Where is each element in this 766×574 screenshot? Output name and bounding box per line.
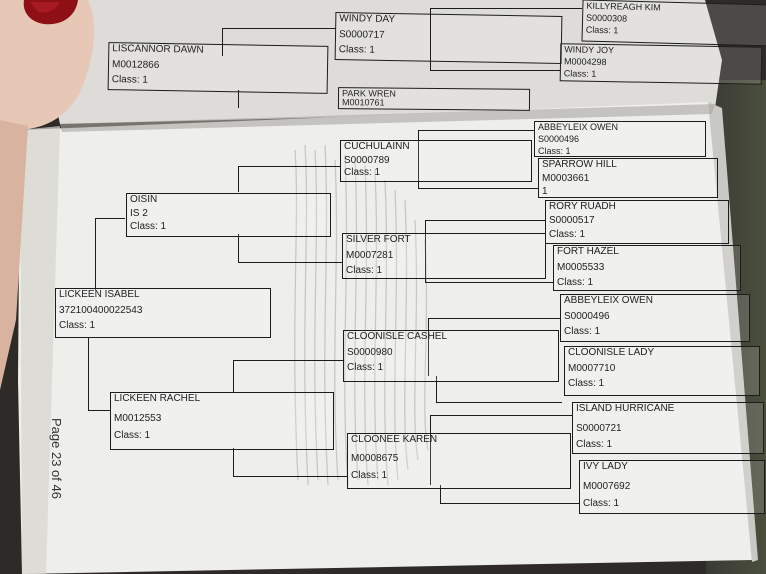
horse-reg: M0004298 xyxy=(563,56,607,68)
horse-box-cloonisle-cashel: CLOONISLE CASHEL S0000980 Class: 1 xyxy=(343,330,559,382)
top-box-windy-joy: WINDY JOY M0004298 Class: 1 xyxy=(559,43,763,85)
horse-class: 1 xyxy=(542,186,548,197)
horse-name: SILVER FORT xyxy=(346,234,411,245)
horse-reg: S0000496 xyxy=(564,311,610,322)
horse-class: Class: 1 xyxy=(344,167,381,178)
horse-name: RORY RUADH xyxy=(549,201,616,212)
horse-name: WINDY JOY xyxy=(564,44,615,56)
horse-name: LISCANNOR DAWN xyxy=(112,43,204,56)
horse-reg: M0007281 xyxy=(346,250,394,261)
horse-class: Class: 1 xyxy=(557,277,594,288)
horse-name: OISIN xyxy=(130,194,158,205)
horse-reg: S0000717 xyxy=(338,29,385,41)
finger-shape xyxy=(0,0,94,390)
horse-box-oisin: OISIN IS 2 Class: 1 xyxy=(126,193,331,237)
horse-class: Class: 1 xyxy=(585,24,619,36)
horse-class: Class: 1 xyxy=(114,430,151,441)
horse-reg: M0005533 xyxy=(557,262,605,273)
horse-reg: S0000789 xyxy=(344,155,390,166)
horse-name: ABBEYLEIX OWEN xyxy=(538,122,619,132)
horse-box-island-hurricane: ISLAND HURRICANE S0000721 Class: 1 xyxy=(572,402,764,454)
horse-reg: M0003661 xyxy=(542,173,590,184)
horse-name: CUCHULAINN xyxy=(344,141,410,152)
horse-reg: S0000496 xyxy=(538,134,580,144)
horse-box-cloonee-karen: CLOONEE KAREN M0008675 Class: 1 xyxy=(347,433,571,489)
horse-class: Class: 1 xyxy=(568,378,605,389)
horse-reg: M0008675 xyxy=(351,453,399,464)
horse-class: Class: 1 xyxy=(583,498,620,509)
horse-reg: M0012553 xyxy=(114,413,162,424)
horse-reg: 372100400022543 xyxy=(59,305,143,316)
horse-name: KILLYREAGH KIM xyxy=(586,0,661,13)
horse-name: IVY LADY xyxy=(583,461,628,472)
horse-class: Class: 1 xyxy=(549,229,586,240)
top-box-killyreagh-kim: KILLYREAGH KIM S0000308 Class: 1 xyxy=(581,0,766,47)
horse-reg: M0010761 xyxy=(341,97,385,108)
horse-box-ivy-lady: IVY LADY M0007692 Class: 1 xyxy=(579,460,765,514)
horse-reg: M0007692 xyxy=(583,481,631,492)
horse-class: Class: 1 xyxy=(351,470,388,481)
horse-class: Class: 1 xyxy=(130,221,167,232)
horse-class: Class: 1 xyxy=(563,68,597,79)
horse-class: Class: 1 xyxy=(346,265,383,276)
horse-box-cloonisle-lady: CLOONISLE LADY M0007710 Class: 1 xyxy=(564,346,760,396)
horse-box-abbeyleix-owen-2: ABBEYLEIX OWEN S0000496 Class: 1 xyxy=(560,294,750,342)
top-box-park-wren: PARK WREN M0010761 xyxy=(337,87,531,111)
top-box-windy-day: WINDY DAY S0000717 Class: 1 xyxy=(334,12,563,64)
horse-name: LICKEEN ISABEL xyxy=(59,289,140,300)
page-number: Page 23 of 46 xyxy=(49,418,64,499)
horse-reg: S0000721 xyxy=(576,423,622,434)
horse-reg: M0012866 xyxy=(111,59,160,71)
horse-name: LICKEEN RACHEL xyxy=(114,393,201,404)
horse-reg: M0007710 xyxy=(568,363,616,374)
horse-reg: S0000980 xyxy=(347,347,393,358)
horse-box-lickeen-rachel: LICKEEN RACHEL M0012553 Class: 1 xyxy=(110,392,334,450)
horse-name: CLOONEE KAREN xyxy=(351,434,438,445)
horse-box-lickeen-isabel: LICKEEN ISABEL 372100400022543 Class: 1 xyxy=(55,288,271,338)
horse-class: Class: 1 xyxy=(576,439,613,450)
horse-box-cuchulainn: CUCHULAINN S0000789 Class: 1 xyxy=(340,140,532,182)
horse-class: Class: 1 xyxy=(338,44,375,56)
horse-class: Class: 1 xyxy=(59,320,96,331)
horse-reg: S0000517 xyxy=(549,215,595,226)
horse-box-silver-fort: SILVER FORT M0007281 Class: 1 xyxy=(342,233,546,279)
horse-box-fort-hazel: FORT HAZEL M0005533 Class: 1 xyxy=(553,245,741,291)
horse-name: ABBEYLEIX OWEN xyxy=(564,295,653,306)
top-box-liscannor-dawn: LISCANNOR DAWN M0012866 Class: 1 xyxy=(107,42,329,94)
horse-class: Class: 1 xyxy=(111,74,148,86)
horse-name: ISLAND HURRICANE xyxy=(576,403,675,414)
horse-name: CLOONISLE CASHEL xyxy=(347,331,448,342)
horse-box-abbeyleix-owen-1: ABBEYLEIX OWEN S0000496 Class: 1 xyxy=(534,121,706,157)
horse-name: SPARROW HILL xyxy=(542,159,617,170)
horse-box-rory-ruadh: RORY RUADH S0000517 Class: 1 xyxy=(545,200,729,244)
horse-class: Class: 1 xyxy=(347,362,384,373)
horse-reg: S0000308 xyxy=(585,12,628,24)
horse-reg: IS 2 xyxy=(130,208,148,219)
horse-class: Class: 1 xyxy=(564,326,601,337)
horse-box-sparrow-hill: SPARROW HILL M0003661 1 xyxy=(538,158,718,198)
horse-name: CLOONISLE LADY xyxy=(568,347,655,358)
horse-class: Class: 1 xyxy=(538,146,571,156)
horse-name: FORT HAZEL xyxy=(557,246,619,257)
horse-name: WINDY DAY xyxy=(339,13,396,26)
